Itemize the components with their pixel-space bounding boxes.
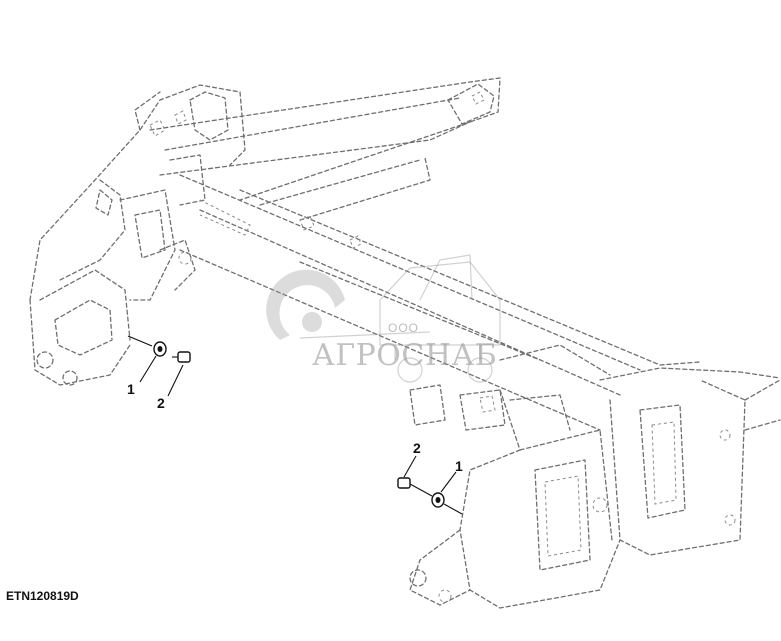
right-hardware-centerline (409, 483, 433, 497)
leader-line-2-right (403, 455, 417, 478)
washer-right-hole (435, 497, 441, 503)
leader-line-1-right (440, 471, 457, 493)
right-frame-structure (409, 344, 781, 609)
washer-left-hole (157, 346, 163, 352)
left-frame-structure (29, 84, 251, 386)
callout-2-right: 2 (413, 440, 421, 456)
watermark-company-name: АГРОСНАБ (312, 338, 497, 373)
callout-2-left: 2 (157, 395, 165, 411)
main-frame-rail (179, 174, 701, 431)
watermark-prefix: ООО (388, 321, 419, 335)
bolt-left-head (177, 351, 191, 363)
figure-reference-code: ETN120819D (6, 589, 79, 603)
leader-line-2-left (167, 364, 184, 397)
bolt-right-head (397, 477, 411, 489)
upper-beam (149, 77, 501, 221)
callout-1-left: 1 (127, 381, 135, 397)
leader-line-1-left (139, 355, 157, 383)
watermark-logo: ООО АГРОСНАБ (266, 254, 501, 383)
callout-1-right: 1 (455, 458, 463, 474)
right-hardware-centerline-end (443, 503, 463, 515)
left-hardware-centerline (127, 335, 153, 347)
right-hardware-group: 2 1 (397, 440, 463, 515)
left-hardware-group: 1 2 (127, 335, 191, 411)
